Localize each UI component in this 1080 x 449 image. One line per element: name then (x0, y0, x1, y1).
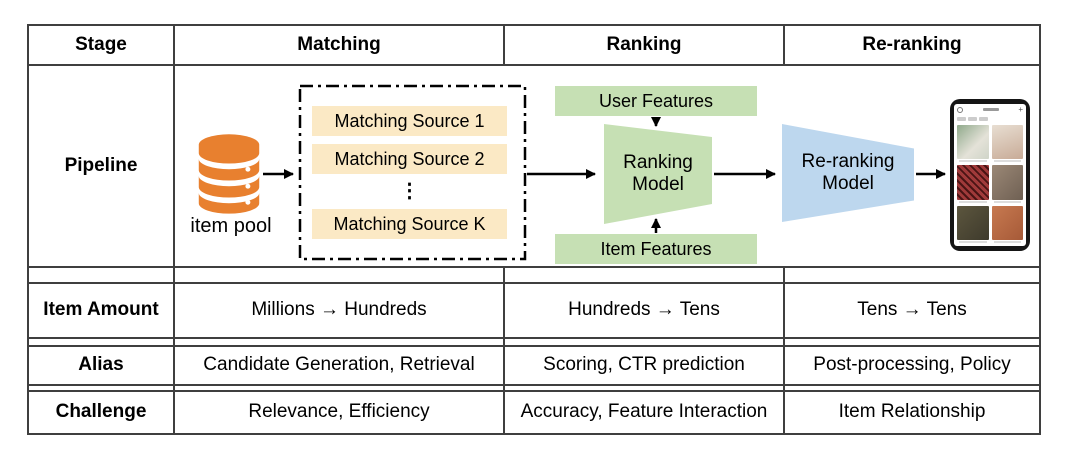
challenge-reranking: Item Relationship (838, 401, 986, 423)
product-photo (957, 125, 989, 160)
challenge-row: Challenge Relevance, Efficiency Accuracy… (29, 392, 1039, 433)
alias-label: Alias (29, 347, 175, 384)
item-amount-reranking: Tens → Tens (857, 299, 967, 321)
spacer-cell (505, 268, 785, 282)
pipeline-row-label: Pipeline (29, 66, 175, 266)
product-caption (959, 200, 987, 203)
phone-filter-bar (954, 115, 1026, 123)
pipeline-row: Pipeline (29, 66, 1039, 268)
product-photo (991, 125, 1023, 160)
product-photo (991, 165, 1023, 200)
spacer-cell (785, 339, 1039, 345)
row-spacer (29, 268, 1039, 284)
alias-matching: Candidate Generation, Retrieval (175, 347, 505, 384)
ranking-model-trapezoid: Ranking Model (604, 124, 712, 224)
alias-reranking: Post-processing, Policy (813, 354, 1011, 376)
product-caption (993, 240, 1021, 243)
product-cell (957, 205, 989, 243)
header-ranking: Ranking (505, 26, 785, 64)
matching-source-k-box: Matching Source K (312, 209, 507, 239)
item-amount-matching: Millions → Hundreds (175, 284, 505, 337)
spacer-cell (175, 268, 505, 282)
add-icon: + (1018, 104, 1023, 114)
item-amount-ranking: Hundreds → Tens (505, 284, 785, 337)
product-cell (991, 125, 1023, 163)
item-features-box: Item Features (555, 234, 757, 264)
spacer-cell (29, 268, 175, 282)
header-reranking: Re-ranking (862, 33, 962, 55)
header-stage: Stage (29, 26, 175, 64)
phone-top-bar: + (954, 104, 1026, 115)
matching-source-1-box: Matching Source 1 (312, 106, 507, 136)
user-features-box: User Features (555, 86, 757, 116)
spacer-cell (29, 386, 175, 390)
product-cell (957, 125, 989, 163)
phone-mockup: + (950, 99, 1030, 251)
row-spacer (29, 386, 1039, 392)
filter-chip (968, 117, 977, 121)
spacer-cell (175, 386, 505, 390)
vertical-ellipsis: ⋮ (399, 180, 420, 202)
filter-chip (979, 117, 988, 121)
spacer-cell (505, 339, 785, 345)
row-spacer (29, 339, 1039, 347)
spacer-cell (175, 339, 505, 345)
product-caption (959, 160, 987, 163)
header-matching: Matching (175, 26, 505, 64)
alias-row: Alias Candidate Generation, Retrieval Sc… (29, 347, 1039, 386)
product-cell (991, 165, 1023, 203)
matching-source-2-box: Matching Source 2 (312, 144, 507, 174)
product-cell (991, 205, 1023, 243)
challenge-matching: Relevance, Efficiency (175, 392, 505, 433)
database-icon (198, 134, 260, 214)
item-pool-label: item pool (190, 215, 272, 237)
challenge-ranking: Accuracy, Feature Interaction (505, 392, 785, 433)
reranking-model-trapezoid: Re-ranking Model (782, 124, 914, 222)
product-cell (957, 165, 989, 203)
challenge-label: Challenge (29, 392, 175, 433)
spacer-cell (505, 386, 785, 390)
product-grid (954, 123, 1026, 246)
phone-app-title (982, 108, 999, 111)
product-photo (957, 165, 989, 200)
search-icon (957, 106, 963, 113)
alias-ranking: Scoring, CTR prediction (505, 347, 785, 384)
table-header-row: Stage Matching Ranking Re-ranking (29, 26, 1039, 66)
phone-screen: + (954, 104, 1026, 246)
product-caption (993, 200, 1021, 203)
pipeline-diagram: item pool Matching Source 1 Matching Sou… (175, 66, 1039, 264)
pipeline-stages-table: Stage Matching Ranking Re-ranking Pipeli… (27, 24, 1041, 435)
product-caption (959, 240, 987, 243)
product-photo (957, 205, 989, 240)
spacer-cell (785, 386, 1039, 390)
item-amount-row: Item Amount Millions → Hundreds Hundreds… (29, 284, 1039, 339)
spacer-cell (785, 268, 1039, 282)
item-amount-label: Item Amount (29, 284, 175, 337)
product-photo (991, 205, 1023, 240)
product-caption (993, 160, 1021, 163)
spacer-cell (29, 339, 175, 345)
filter-chip (957, 117, 966, 121)
